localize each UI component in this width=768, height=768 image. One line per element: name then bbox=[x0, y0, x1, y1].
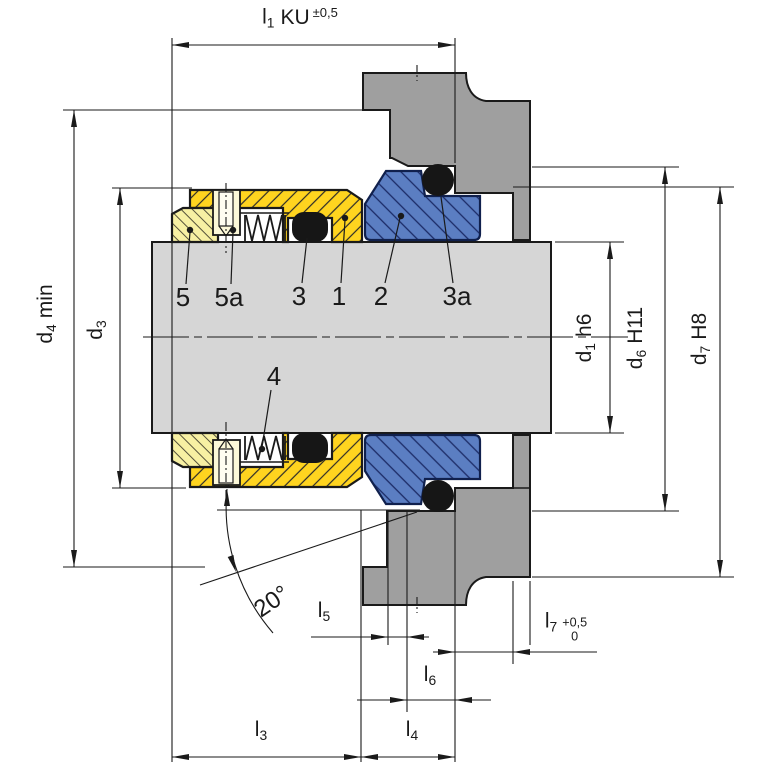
drive-collar-top bbox=[170, 206, 220, 244]
dim-d3-label: d3 bbox=[84, 320, 110, 340]
seal-rotating-unit-bottom bbox=[188, 431, 364, 489]
part-label-5a: 5a bbox=[214, 282, 244, 312]
dim-l3-label: l3 bbox=[254, 718, 268, 744]
part-label-2: 2 bbox=[373, 281, 389, 311]
o-ring-3a-bottom bbox=[422, 480, 454, 512]
dim-d1-label: d1h6 bbox=[573, 313, 599, 363]
o-ring-3-bottom bbox=[292, 433, 328, 463]
dimension-lines bbox=[73, 44, 721, 758]
part-label-3: 3 bbox=[291, 281, 307, 311]
drive-collar-bottom bbox=[170, 431, 220, 469]
part-leader-lines bbox=[185, 196, 454, 453]
angle-annotation bbox=[199, 488, 420, 634]
gland-plate-bottom bbox=[362, 434, 531, 606]
dim-l6-label: l6 bbox=[423, 663, 437, 689]
part-label-1: 1 bbox=[331, 281, 347, 311]
part-label-4: 4 bbox=[266, 361, 282, 391]
dim-d4-label: d4min bbox=[34, 284, 60, 344]
o-ring-3-top bbox=[292, 212, 328, 242]
dimension-arrows bbox=[71, 42, 723, 760]
o-ring-3a-top bbox=[422, 164, 454, 196]
centerlines bbox=[143, 65, 628, 613]
dim-d6-label: d6H11 bbox=[624, 306, 650, 370]
dim-l4-label: l4 bbox=[405, 718, 419, 744]
extension-lines bbox=[63, 38, 734, 762]
dim-l5-label: l5 bbox=[317, 599, 331, 625]
gland-plate-top bbox=[362, 72, 531, 241]
seal-rotating-unit-top bbox=[188, 188, 364, 244]
part-label-5: 5 bbox=[175, 282, 191, 312]
angle-arc bbox=[225, 488, 274, 634]
spring-top bbox=[244, 214, 286, 242]
dim-d7-label: d7H8 bbox=[688, 312, 714, 366]
part-label-3a: 3a bbox=[442, 281, 472, 311]
angle-slant-line bbox=[199, 511, 418, 586]
